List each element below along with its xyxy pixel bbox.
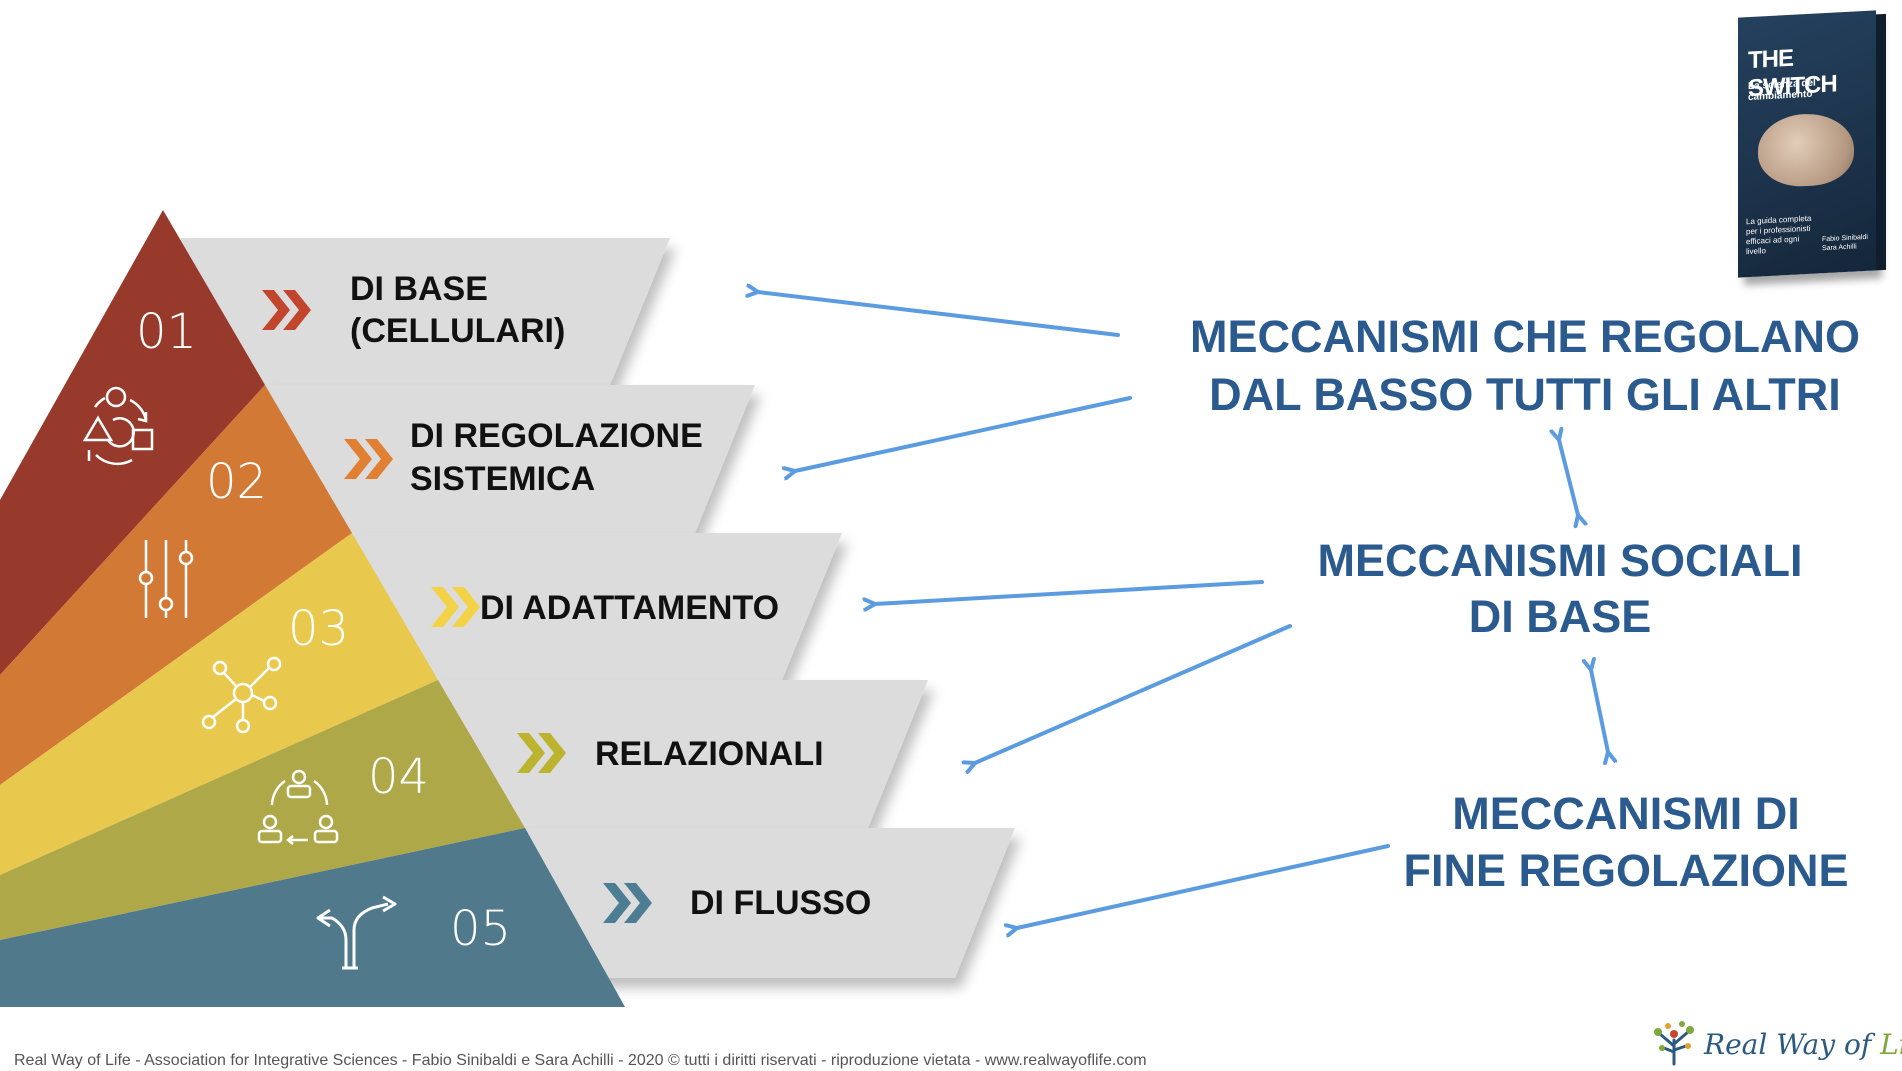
arrow-to-layer-03	[875, 580, 1264, 604]
double-arrows	[1559, 440, 1608, 752]
book-authors: Fabio Sinibaldi Sara Achilli	[1822, 233, 1868, 253]
brain-image	[1758, 111, 1854, 189]
logo-text-main: Real Way of	[1704, 1028, 1881, 1061]
band-05	[525, 828, 1015, 978]
band-03	[352, 533, 842, 680]
double-arrow-top-middle	[1559, 440, 1578, 515]
chevron-icon-05	[603, 883, 652, 923]
chevron-icon-01	[262, 290, 311, 330]
band-02	[265, 385, 755, 533]
layer-label-04: RELAZIONALI	[595, 735, 824, 773]
mechanism-top-line2: DAL BASSO TUTTI GLI ALTRI	[1209, 369, 1841, 420]
layer-number-03: 03	[288, 601, 349, 657]
mechanism-middle-line1: MECCANISMI SOCIALI	[1317, 535, 1802, 586]
arrow-to-layer-05	[1017, 844, 1390, 928]
layer-label-02-line1: DI REGOLAZIONE	[410, 417, 703, 455]
tree-icon	[1654, 1021, 1694, 1066]
book-cover-image: THE SWITCH La scienza del cambiamento La…	[1738, 10, 1886, 278]
logo-text-accent: Life	[1880, 1028, 1902, 1061]
network-nodes-icon	[201, 656, 282, 734]
pyramid-layer-03	[0, 533, 438, 875]
layer-label-01-line1: DI BASE	[350, 270, 488, 308]
layer-label-03: DI ADATTAMENTO	[480, 589, 779, 627]
band-01	[180, 238, 670, 385]
layer-number-05: 05	[450, 901, 511, 957]
layer-number-02: 02	[206, 454, 267, 510]
cycle-shapes-icon	[82, 386, 154, 466]
mechanism-top-line1: MECCANISMI CHE REGOLANO	[1190, 311, 1860, 362]
pyramid-layer-02	[0, 385, 352, 785]
mechanism-bottom-line2: FINE REGOLAZIONE	[1403, 845, 1848, 896]
chevron-icon-03	[431, 587, 480, 627]
arrow-to-layer-02	[795, 396, 1132, 471]
pyramid-layer-05	[0, 828, 625, 1007]
book-spine	[1876, 13, 1886, 271]
people-cycle-icon	[257, 769, 339, 845]
layer-label-02-line2: SISTEMICA	[410, 460, 595, 498]
sliders-icon	[138, 540, 194, 618]
logo-text: Real Way of Life	[1704, 1028, 1902, 1061]
real-way-of-life-logo: Real Way of Life	[1648, 1020, 1902, 1066]
band-04	[438, 680, 928, 828]
connector-arrows	[758, 292, 1390, 928]
arrow-to-layer-01	[758, 292, 1120, 337]
arrow-to-layer-04	[975, 624, 1292, 763]
footer-copyright: Real Way of Life - Association for Integ…	[14, 1052, 1147, 1069]
layer-label-01-line2: (CELLULARI)	[350, 312, 565, 350]
layer-number-01: 01	[136, 304, 197, 360]
chevron-icon-04	[517, 733, 566, 773]
mechanism-bottom-line1: MECCANISMI DI	[1452, 788, 1800, 839]
mechanism-middle-line2: DI BASE	[1469, 591, 1652, 642]
layer-bands	[180, 238, 1015, 978]
layer-label-05: DI FLUSSO	[690, 884, 871, 922]
double-arrow-middle-bottom	[1591, 670, 1608, 752]
layer-number-04: 04	[368, 749, 429, 805]
pyramid-layer-04	[0, 680, 525, 940]
chevron-icon-02	[344, 439, 393, 479]
split-arrows-icon	[316, 895, 397, 970]
book-tagline: La guida completa per i professionisti e…	[1746, 213, 1812, 257]
